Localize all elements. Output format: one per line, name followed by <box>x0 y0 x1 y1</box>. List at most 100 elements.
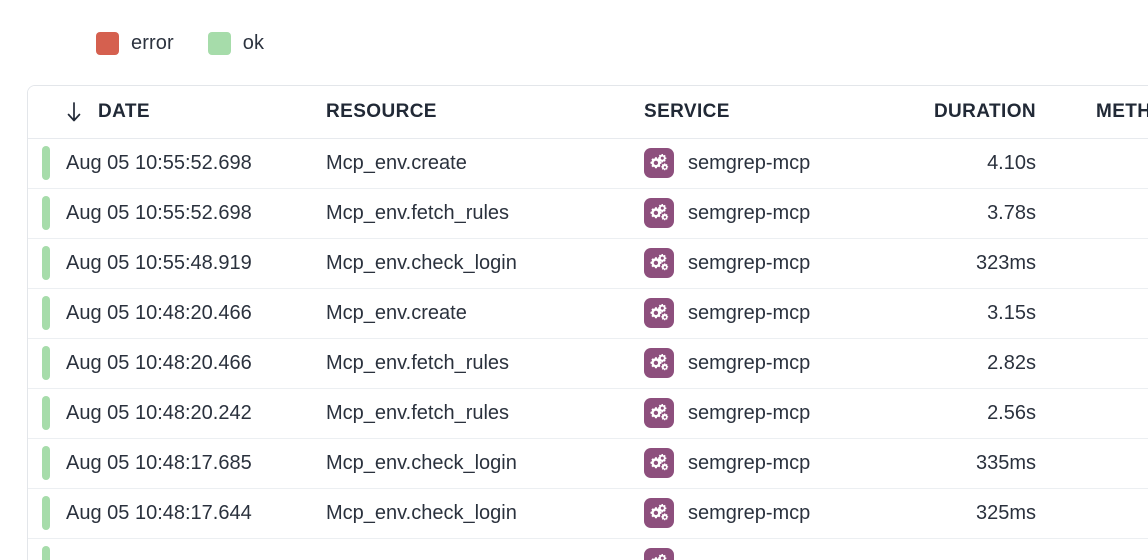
service-name: semgrep-mcp <box>688 201 811 224</box>
cell-duration: 325ms <box>912 488 1060 539</box>
error-swatch-icon <box>96 31 119 55</box>
cell-method <box>1060 188 1148 239</box>
status-cell <box>28 388 66 439</box>
column-header-duration-label: DURATION <box>933 100 1036 122</box>
cell-date: Aug 05 10:48:20.242 <box>66 388 326 439</box>
service-name: semgrep-mcp <box>688 251 811 274</box>
cell-date: Aug 05 10:48:17.685 <box>66 438 326 489</box>
cell-service <box>644 538 912 560</box>
legend-item-ok[interactable]: ok <box>207 31 265 55</box>
column-header-method[interactable]: METHOD <box>1060 86 1148 139</box>
table-header-row: DATE RESOURCE SERVICE DURATION METHOD <box>28 86 1148 139</box>
column-header-resource[interactable]: RESOURCE <box>326 86 644 139</box>
cell-method <box>1060 338 1148 389</box>
status-indicator-ok <box>42 396 50 430</box>
cell-service: semgrep-mcp <box>644 488 912 539</box>
status-indicator-ok <box>42 146 50 180</box>
status-cell <box>28 238 66 289</box>
cell-method <box>1060 288 1148 339</box>
cell-service: semgrep-mcp <box>644 238 912 289</box>
cell-resource[interactable]: Mcp_env.fetch_rules <box>326 188 644 239</box>
column-header-method-label: METHOD <box>1096 100 1148 122</box>
status-cell <box>28 538 66 560</box>
cell-resource[interactable]: Mcp_env.fetch_rules <box>326 338 644 389</box>
service-name: semgrep-mcp <box>688 501 811 524</box>
cell-resource[interactable]: Mcp_env.create <box>326 288 644 339</box>
cell-date: Aug 05 10:48:20.466 <box>66 338 326 389</box>
table-row[interactable] <box>28 538 1148 560</box>
status-indicator-ok <box>42 196 50 230</box>
ok-swatch-icon <box>207 31 231 55</box>
service-name: semgrep-mcp <box>688 151 811 174</box>
cell-date: Aug 05 10:55:48.919 <box>66 238 326 289</box>
cell-resource[interactable]: Mcp_env.create <box>326 138 644 189</box>
cell-resource[interactable]: Mcp_env.check_login <box>326 488 644 539</box>
gears-icon <box>644 448 674 478</box>
gears-icon <box>644 498 674 528</box>
cell-duration <box>912 538 1060 560</box>
status-legend: error ok <box>96 28 264 58</box>
gears-icon <box>644 348 674 378</box>
cell-duration: 3.15s <box>912 288 1060 339</box>
service-name: semgrep-mcp <box>688 451 811 474</box>
cell-service: semgrep-mcp <box>644 388 912 439</box>
cell-method <box>1060 538 1148 560</box>
cell-service: semgrep-mcp <box>644 288 912 339</box>
cell-resource[interactable] <box>326 538 644 560</box>
status-cell <box>28 438 66 489</box>
cell-service: semgrep-mcp <box>644 188 912 239</box>
column-header-service-label: SERVICE <box>644 100 730 122</box>
service-name: semgrep-mcp <box>688 351 811 374</box>
cell-date: Aug 05 10:48:20.466 <box>66 288 326 339</box>
cell-resource[interactable]: Mcp_env.fetch_rules <box>326 388 644 439</box>
status-indicator-ok <box>42 496 50 530</box>
legend-label-error: error <box>131 32 174 54</box>
table-header: DATE RESOURCE SERVICE DURATION METHOD <box>28 86 1148 139</box>
cell-method <box>1060 238 1148 289</box>
cell-resource[interactable]: Mcp_env.check_login <box>326 238 644 289</box>
column-header-service[interactable]: SERVICE <box>644 86 912 139</box>
cell-service: semgrep-mcp <box>644 138 912 189</box>
legend-item-error[interactable]: error <box>96 31 174 55</box>
gears-icon <box>644 148 674 178</box>
status-indicator-ok <box>42 246 50 280</box>
service-name: semgrep-mcp <box>688 301 811 324</box>
gears-icon <box>644 398 674 428</box>
gears-icon <box>644 198 674 228</box>
cell-date: Aug 05 10:55:52.698 <box>66 138 326 189</box>
traces-table: DATE RESOURCE SERVICE DURATION METHOD <box>28 86 1148 560</box>
cell-date: Aug 05 10:48:17.644 <box>66 488 326 539</box>
cell-service: semgrep-mcp <box>644 338 912 389</box>
status-cell <box>28 288 66 339</box>
cell-resource[interactable]: Mcp_env.check_login <box>326 438 644 489</box>
cell-duration: 323ms <box>912 238 1060 289</box>
cell-duration: 3.78s <box>912 188 1060 239</box>
status-cell <box>28 338 66 389</box>
column-header-duration[interactable]: DURATION <box>912 86 1060 139</box>
status-indicator-ok <box>42 446 50 480</box>
cell-duration: 4.10s <box>912 138 1060 189</box>
cell-date: Aug 05 10:55:52.698 <box>66 188 326 239</box>
status-cell <box>28 188 66 239</box>
gears-icon <box>644 298 674 328</box>
cell-date <box>66 538 326 560</box>
traces-table-card: DATE RESOURCE SERVICE DURATION METHOD <box>27 85 1148 560</box>
cell-method <box>1060 388 1148 439</box>
gears-icon <box>644 248 674 278</box>
column-header-date[interactable]: DATE <box>66 86 326 139</box>
cell-duration: 335ms <box>912 438 1060 489</box>
arrow-down-icon[interactable] <box>66 101 82 123</box>
legend-label-ok: ok <box>242 32 265 54</box>
service-name: semgrep-mcp <box>688 401 811 424</box>
cell-method <box>1060 138 1148 189</box>
